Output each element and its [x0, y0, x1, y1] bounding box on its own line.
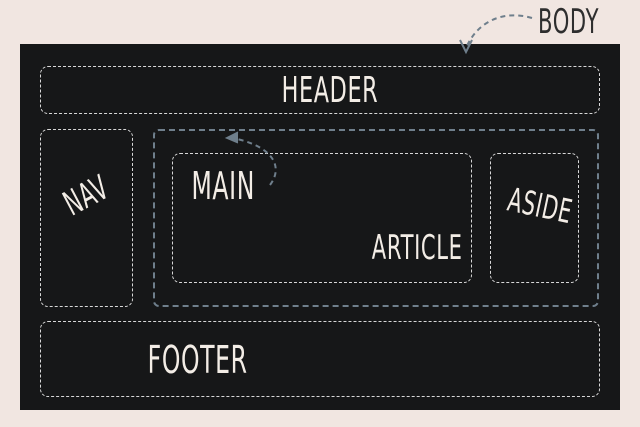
- article-label: ARTICLE: [371, 228, 463, 268]
- main-arrowhead: [224, 131, 239, 144]
- nav-region: [40, 129, 133, 307]
- body-label: BODY: [538, 2, 600, 42]
- body-region: [20, 44, 620, 410]
- main-label: MAIN: [191, 164, 255, 208]
- aside-region: [490, 153, 579, 283]
- header-label: HEADER: [281, 70, 379, 111]
- body-pointer-arrow: [465, 14, 533, 49]
- main-region: [153, 129, 599, 307]
- footer-label: FOOTER: [147, 338, 248, 382]
- main-pointer-arrow: [231, 137, 277, 186]
- body-arrowhead: [459, 39, 473, 55]
- article-region: [172, 153, 472, 283]
- header-region: [40, 66, 600, 114]
- footer-region: [40, 321, 600, 397]
